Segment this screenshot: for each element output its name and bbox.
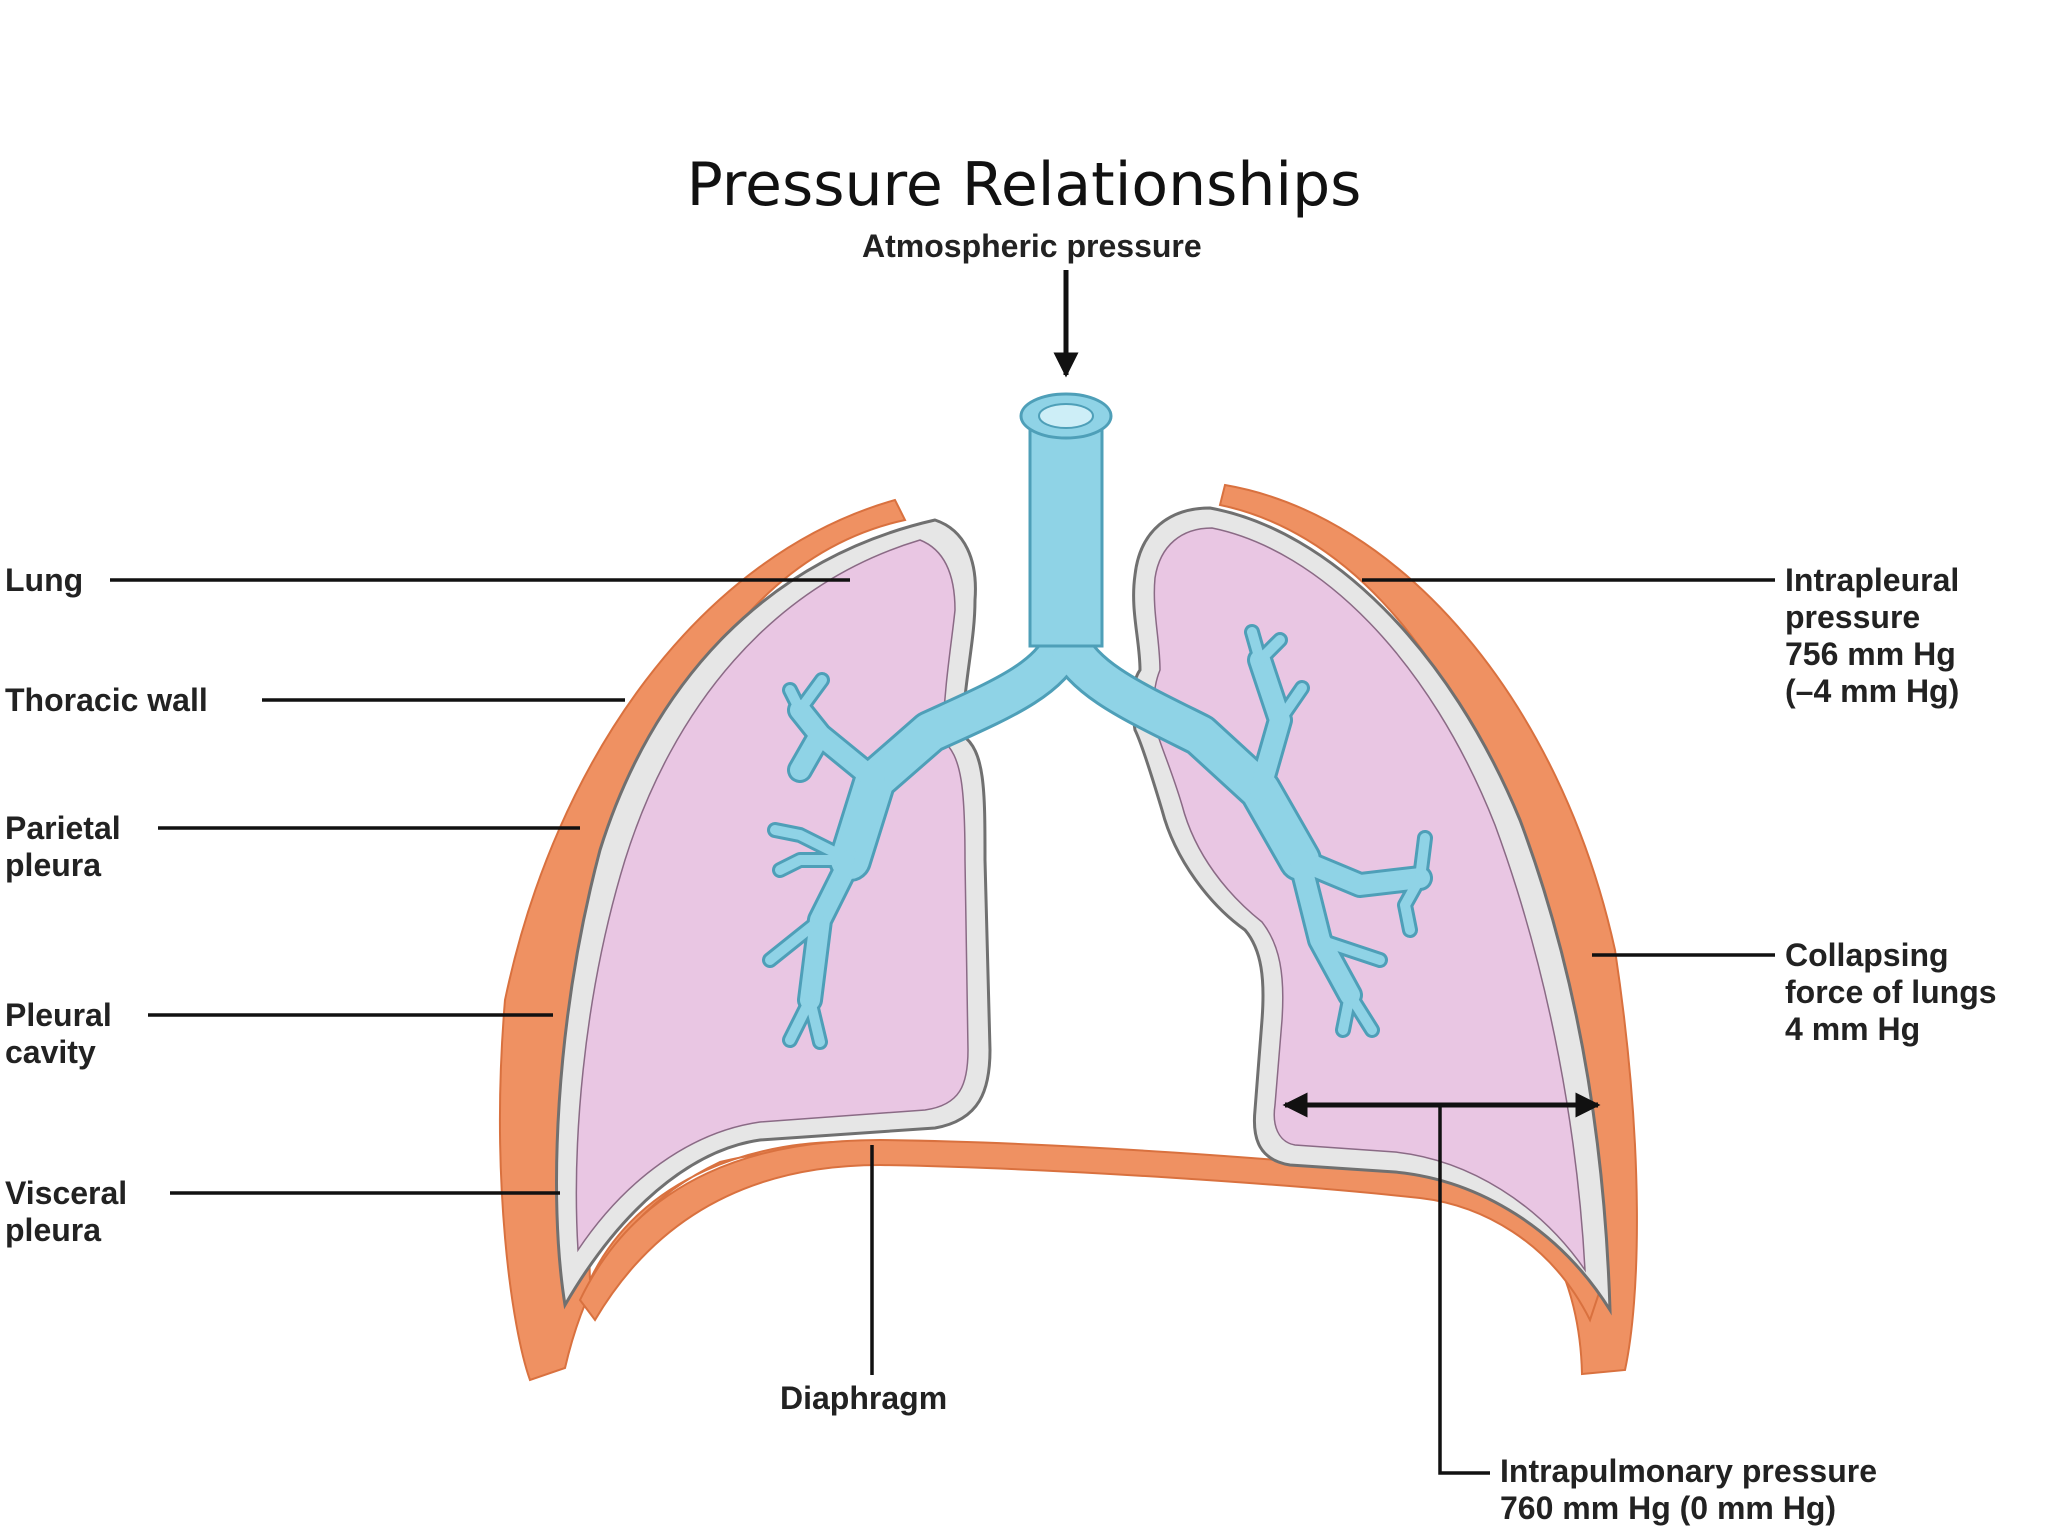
label-lung: Lung (5, 562, 84, 598)
label-visceral-pleura: Visceral pleura (5, 1175, 128, 1248)
label-pleural-cavity: Pleural cavity (5, 997, 112, 1070)
label-parietal-pleura: Parietal pleura (5, 810, 121, 883)
left-lung (575, 539, 969, 1253)
label-intrapulmonary-pressure: Intrapulmonary pressure 760 mm Hg (0 mm … (1500, 1453, 1877, 1526)
label-intrapleural-pressure: Intrapleural pressure 756 mm Hg (–4 mm H… (1785, 562, 1960, 709)
label-diaphragm: Diaphragm (780, 1380, 948, 1416)
trachea-opening (1038, 403, 1094, 429)
page-title: Pressure Relationships (686, 150, 1362, 220)
label-atmospheric-pressure: Atmospheric pressure (862, 228, 1202, 264)
label-thoracic-wall: Thoracic wall (5, 682, 208, 718)
leader-line-intrapulmonary (1438, 1105, 1490, 1475)
label-collapsing-force: Collapsing force of lungs 4 mm Hg (1785, 937, 1997, 1047)
diaphragm (578, 1138, 1602, 1323)
right-lung (1153, 527, 1586, 1273)
trachea-body (1028, 414, 1104, 648)
leader-lines (110, 578, 1775, 1475)
